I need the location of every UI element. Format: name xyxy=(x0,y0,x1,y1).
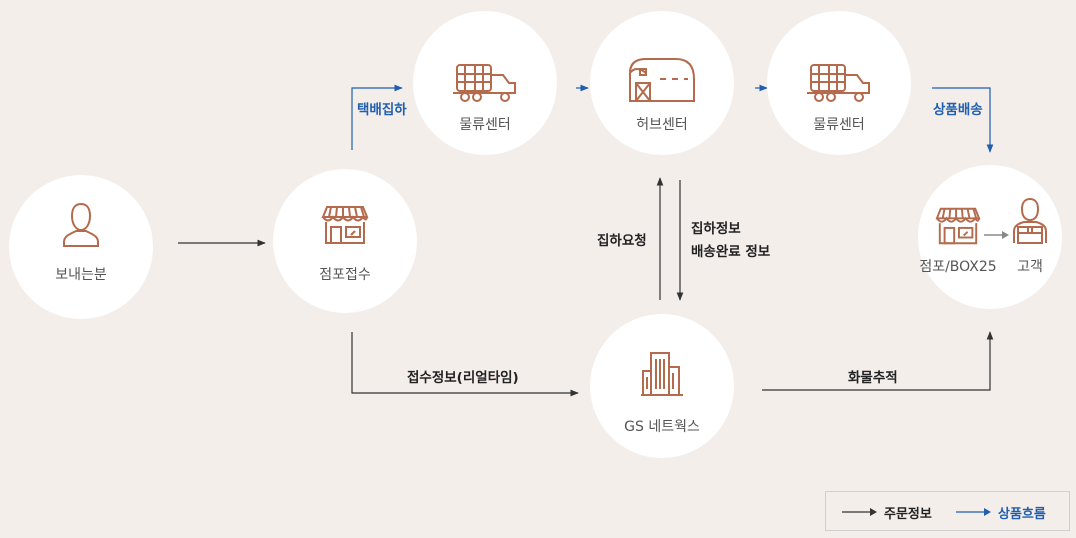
arrow-gs-to-store-box xyxy=(762,331,994,391)
node-label-store-intake: 점포접수 xyxy=(319,267,371,283)
edge-label-pickup-request: 집하요청 xyxy=(597,233,647,249)
arrow-store-to-gs xyxy=(351,332,579,397)
edge-label-parcel-pickup: 택배집하 xyxy=(357,102,407,118)
node-label-logistics-right: 물류센터 xyxy=(813,117,865,133)
legend-label-order-info: 주문정보 xyxy=(884,507,932,522)
node-store-box-customer: 점포/BOX25 고객 xyxy=(918,165,1062,309)
edge-label-pickup-info: 집하정보 xyxy=(691,221,741,237)
legend: 주문정보 상품흐름 xyxy=(825,491,1070,531)
legend-label-product-flow: 상품흐름 xyxy=(998,507,1046,522)
arrow-logistics-to-store-box xyxy=(932,87,994,153)
node-label-hub: 허브센터 xyxy=(636,117,688,133)
building-icon xyxy=(641,352,683,396)
node-label-gs-networks: GS 네트웍스 xyxy=(624,419,700,435)
node-store-intake: 점포접수 xyxy=(273,169,417,313)
node-label-sender: 보내는분 xyxy=(55,267,107,283)
node-label-logistics-left: 물류센터 xyxy=(459,117,511,133)
node-logistics-right: 물류센터 xyxy=(767,11,911,155)
customer-with-box-icon xyxy=(1013,197,1047,244)
person-icon xyxy=(63,202,99,247)
edge-label-delivery-complete-info: 배송완료 정보 xyxy=(691,244,771,260)
store-icon xyxy=(935,207,981,245)
node-label-store-box: 점포/BOX25 xyxy=(919,259,997,275)
arrow-store-to-logistics xyxy=(351,84,403,150)
node-hub: 허브센터 xyxy=(590,11,734,155)
node-label-customer: 고객 xyxy=(1017,259,1043,275)
edge-label-intake-info: 접수정보(리얼타임) xyxy=(407,370,519,386)
arrow-right-icon xyxy=(984,231,1009,239)
edge-label-product-delivery: 상품배송 xyxy=(933,102,983,118)
edge-label-cargo-tracking: 화물추적 xyxy=(848,370,898,386)
store-icon xyxy=(321,206,369,244)
warehouse-icon xyxy=(629,58,695,102)
node-sender: 보내는분 xyxy=(9,175,153,319)
legend-arrow-order-info xyxy=(842,508,877,516)
truck-icon xyxy=(807,64,870,102)
node-logistics-left: 물류센터 xyxy=(413,11,557,155)
node-gs-networks: GS 네트웍스 xyxy=(590,314,734,458)
truck-icon xyxy=(453,64,516,102)
legend-arrow-product-flow xyxy=(956,508,991,516)
